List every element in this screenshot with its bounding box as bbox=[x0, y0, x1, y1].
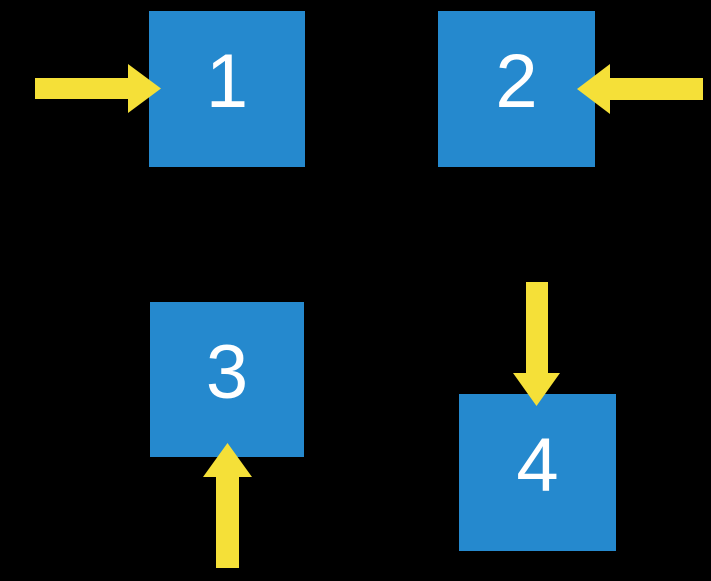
square-2-label: 2 bbox=[495, 39, 538, 124]
square-4-label: 4 bbox=[516, 422, 559, 508]
square-2: 2 bbox=[438, 11, 595, 167]
arrow-right-icon bbox=[35, 64, 161, 113]
arrow-down-icon bbox=[513, 282, 560, 406]
arrow-up-icon bbox=[203, 443, 252, 568]
square-1-label: 1 bbox=[205, 39, 249, 124]
square-3-label: 3 bbox=[205, 329, 249, 415]
square-4: 4 bbox=[459, 394, 616, 551]
arrow-left-icon bbox=[577, 64, 703, 114]
square-3: 3 bbox=[150, 302, 304, 457]
square-1: 1 bbox=[149, 11, 305, 167]
